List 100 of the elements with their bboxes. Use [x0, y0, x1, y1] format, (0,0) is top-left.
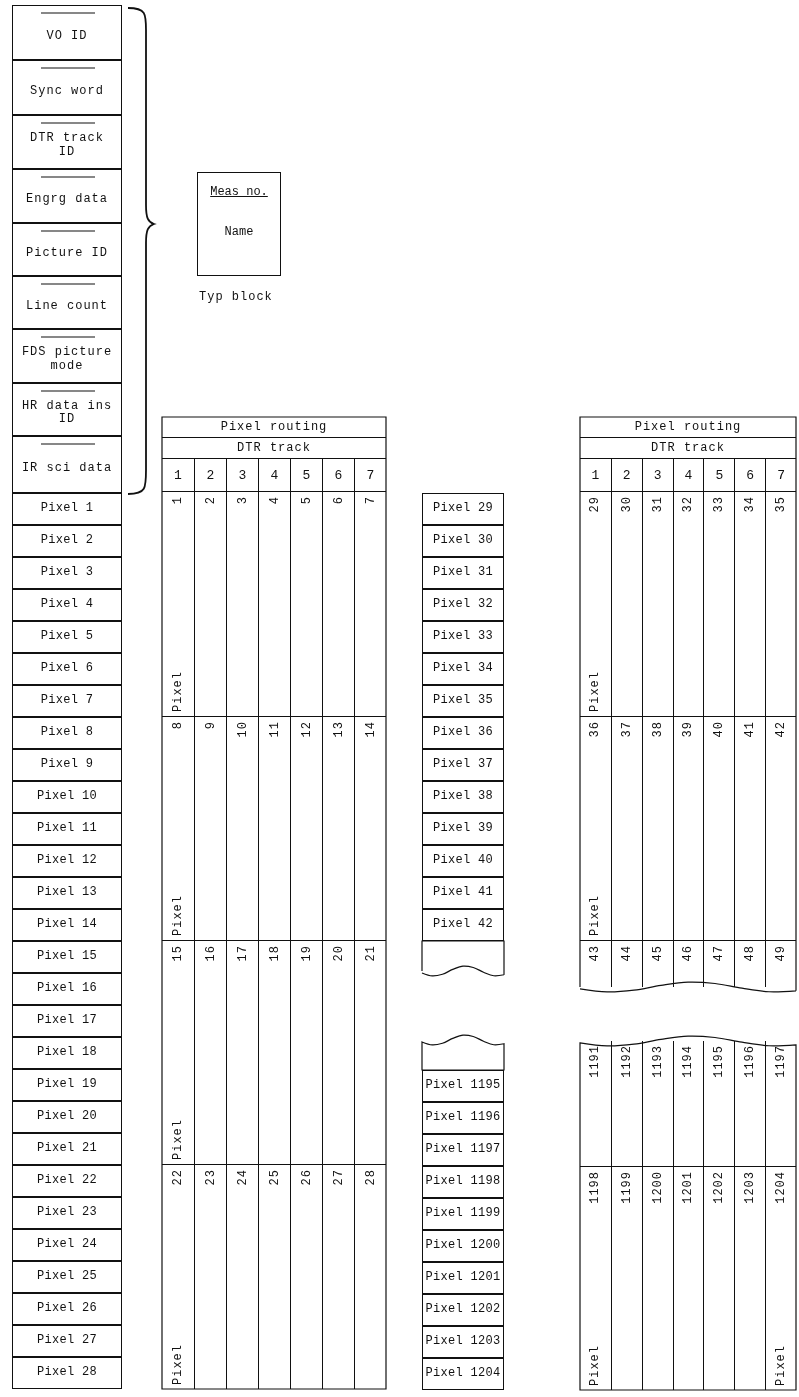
block-label: Sync word [30, 84, 104, 99]
pixel-number: 19 [300, 945, 313, 962]
pixel-number: 1 [172, 496, 184, 505]
pixel-block [12, 1293, 122, 1325]
routing-cell [354, 940, 386, 1164]
routing-cell [610, 716, 642, 940]
pixel-block [12, 1261, 122, 1293]
routing-cell [672, 940, 704, 987]
pixel-block [12, 1133, 122, 1165]
pixel-number: 27 [332, 1169, 345, 1186]
pixel-number: 30 [620, 496, 633, 513]
pixel-number: 1196 [744, 1045, 757, 1078]
pixel-block [422, 749, 504, 781]
typical-block [197, 172, 281, 276]
pixel-number: 39 [682, 721, 695, 738]
pixel-number: 1193 [651, 1045, 664, 1078]
pixel-block [12, 1229, 122, 1261]
block-label: Engrg data [26, 193, 108, 208]
pixel-number: 15 [172, 945, 184, 962]
block-label: Picture ID [26, 246, 108, 261]
pixel-label: Pixel 20 [37, 1110, 97, 1124]
pixel-number: 46 [682, 945, 695, 962]
field-block [12, 60, 122, 115]
routing-cell [610, 940, 642, 987]
track-number-cell [765, 459, 796, 492]
routing-table [580, 1035, 796, 1390]
pixel-label: Pixel 1204 [425, 1367, 501, 1381]
pixel-label: Pixel 33 [433, 630, 493, 644]
pixel-block [12, 1325, 122, 1357]
pixel-block [422, 1230, 504, 1262]
pixel-number: 18 [268, 945, 281, 962]
track-number-cell [194, 459, 226, 492]
pixel-label: Pixel 13 [37, 886, 97, 900]
continuation-block [422, 1034, 504, 1070]
pixel-number: 10 [236, 721, 249, 738]
pixel-block [422, 1262, 504, 1294]
pixel-caption: Pixel [775, 1345, 788, 1386]
routing-cell [703, 716, 735, 940]
pixel-number: 49 [775, 945, 788, 962]
track-number-cell [322, 459, 354, 492]
routing-cell [765, 940, 796, 987]
pixel-block [422, 909, 504, 941]
pixel-block [12, 1037, 122, 1069]
pixel-number: 36 [589, 721, 602, 738]
pixel-label: Pixel 7 [40, 694, 94, 708]
pixel-number: 42 [775, 721, 788, 738]
routing-cell [194, 940, 226, 1164]
pixel-number: 48 [744, 945, 757, 962]
pixel-label: Pixel 41 [433, 886, 493, 900]
pixel-label: Pixel 8 [40, 726, 94, 740]
pixel-label: Pixel 15 [37, 950, 97, 964]
track-number: 1 [591, 467, 600, 483]
routing-cell [672, 716, 704, 940]
pixel-number: 21 [364, 945, 377, 962]
name-label: Name [224, 225, 254, 239]
field-block [12, 329, 122, 383]
pixel-number: 45 [651, 945, 664, 962]
pixel-number: 1195 [713, 1045, 726, 1078]
pixel-label: Pixel 37 [433, 758, 493, 772]
pixel-block [12, 621, 122, 653]
pixel-number: 11 [268, 721, 281, 738]
pixel-caption: Pixel [589, 1345, 602, 1386]
pixel-block [12, 1357, 122, 1389]
pixel-label: Pixel 22 [37, 1174, 97, 1188]
pixel-block [422, 781, 504, 813]
pixel-block [12, 877, 122, 909]
block-label: Line count [26, 299, 108, 314]
track-number-cell [641, 459, 673, 492]
routing-table [162, 417, 386, 1389]
routing-cell [734, 940, 766, 987]
measurement-number-label: Meas no. [210, 185, 268, 199]
pixel-number: 1192 [620, 1045, 633, 1078]
routing-cell [322, 940, 354, 1164]
field-block [12, 436, 122, 493]
pixel-label: Pixel 10 [37, 790, 97, 804]
pixel-label: Pixel 42 [433, 918, 493, 932]
pixel-block [422, 845, 504, 877]
pixel-label: Pixel 18 [37, 1046, 97, 1060]
pixel-block [12, 685, 122, 717]
pixel-label: Pixel 28 [37, 1366, 97, 1380]
field-block [12, 115, 122, 169]
block-label: HR data ins ID [20, 399, 114, 428]
pixel-block [422, 1198, 504, 1230]
routing-cell [734, 716, 766, 940]
pixel-number: 24 [236, 1169, 249, 1186]
track-number-cell [290, 459, 322, 492]
pixel-label: Pixel 11 [37, 822, 97, 836]
track-number: 6 [746, 467, 755, 483]
pixel-block [12, 941, 122, 973]
pixel-block [422, 685, 504, 717]
routing-cell [258, 940, 290, 1164]
routing-cell [765, 716, 796, 940]
pixel-block [422, 1294, 504, 1326]
routing-cell [641, 1166, 673, 1390]
pixel-number: 29 [589, 496, 602, 513]
pixel-caption: Pixel [589, 895, 602, 936]
pixel-number: 1194 [682, 1045, 695, 1078]
routing-cell [226, 940, 258, 1164]
pixel-number: 33 [713, 496, 726, 513]
track-number: 7 [366, 467, 375, 483]
